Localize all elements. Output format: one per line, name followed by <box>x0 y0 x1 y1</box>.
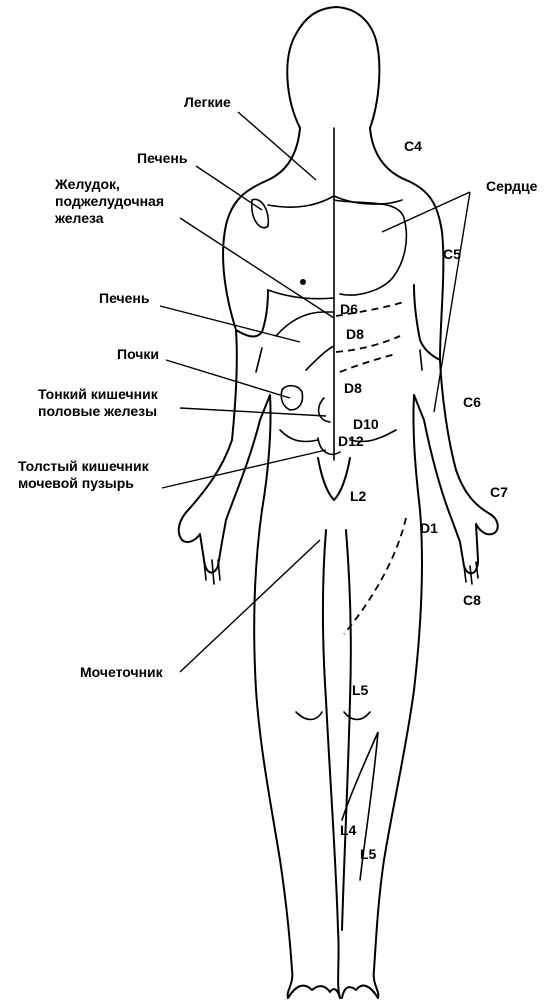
segment-l5-shin: L5 <box>360 846 376 862</box>
label-liver-upper: Печень <box>137 150 187 167</box>
segment-c4: C4 <box>404 138 422 154</box>
leader-lines <box>160 112 470 672</box>
segment-c5: C5 <box>443 246 461 262</box>
segment-d8-lower: D8 <box>344 380 362 396</box>
segment-d10: D10 <box>353 416 379 432</box>
label-large-intestine-bladder: Толстый кишечник мочевой пузырь <box>18 458 149 492</box>
segment-l2: L2 <box>350 488 366 504</box>
segment-l5-thigh: L5 <box>352 682 368 698</box>
segment-d1: D1 <box>420 520 438 536</box>
label-stomach-pancreas: Желудок, поджелудочная железа <box>55 176 164 227</box>
label-lungs: Легкие <box>184 94 231 111</box>
segment-d12: D12 <box>338 433 364 449</box>
label-liver-lower: Печень <box>99 290 149 307</box>
segment-d6: D6 <box>340 301 358 317</box>
segment-c6: C6 <box>463 394 481 410</box>
segment-l4: L4 <box>340 822 356 838</box>
segment-c7: C7 <box>490 484 508 500</box>
body-outline <box>179 7 498 998</box>
label-small-intestine-gonads: Тонкий кишечник половые железы <box>38 386 158 420</box>
segment-d8-upper: D8 <box>346 326 364 342</box>
organ-regions <box>252 128 422 460</box>
segment-c8: C8 <box>463 592 481 608</box>
label-ureter: Мочеточник <box>80 664 163 681</box>
label-kidneys: Почки <box>117 346 159 363</box>
d1-boundary <box>344 518 406 634</box>
label-heart: Сердце <box>486 178 537 195</box>
